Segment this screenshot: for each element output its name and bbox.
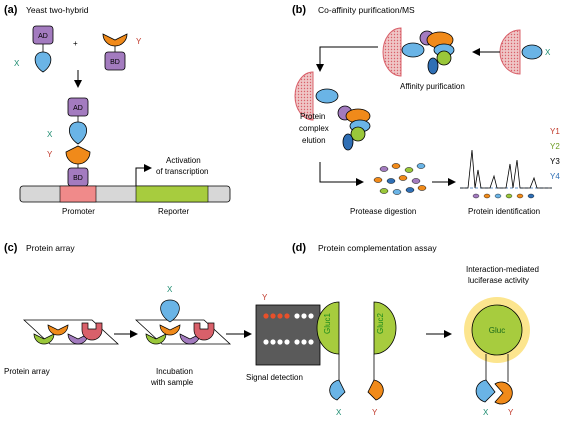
panel-b-title: Co-affinity purification/MS xyxy=(318,5,415,15)
panel-a-letter: (a) xyxy=(4,4,18,16)
protein-array-slide xyxy=(22,319,120,345)
identification-label: Protein identification xyxy=(468,207,540,216)
complex-line1: Protein xyxy=(300,112,325,121)
dna-strand xyxy=(19,185,231,203)
y-bd-fusion: BD Y xyxy=(102,33,142,71)
gluc1-label: Gluc1 xyxy=(323,313,332,334)
bd-label: BD xyxy=(110,59,120,66)
y2-label: Y2 xyxy=(550,142,560,151)
x-bait-eluted xyxy=(315,88,339,104)
y4-label: Y4 xyxy=(550,172,560,181)
panel-c-title: Protein array xyxy=(26,243,75,253)
gluc2-half xyxy=(373,301,397,355)
affinity-label: Affinity purification xyxy=(400,82,465,91)
assembled-complex: AD BD X Y xyxy=(47,97,91,187)
y3-label: Y3 xyxy=(550,157,560,166)
y-fusion xyxy=(367,379,384,401)
ad-label-bound: AD xyxy=(73,105,83,112)
plus-sign: + xyxy=(73,39,78,48)
interaction-line2: luciferase activity xyxy=(468,276,529,285)
signal-label: Signal detection xyxy=(246,373,303,382)
y1-label: Y1 xyxy=(550,127,560,136)
arrow-to-elution xyxy=(316,46,378,72)
incubation-line2: with sample xyxy=(150,378,194,387)
panel-c: (c) Protein array Protein array X Incuba… xyxy=(4,242,321,387)
complex-line3: elution xyxy=(302,136,326,145)
gluc-enzyme xyxy=(471,304,523,356)
panel-c-letter: (c) xyxy=(4,242,18,254)
y-label: Y xyxy=(136,37,142,46)
gluc1-half xyxy=(316,301,340,355)
x-protein xyxy=(34,51,52,73)
interaction-line1: Interaction-mediated xyxy=(466,265,539,274)
activation-line2: of transcription xyxy=(156,167,208,176)
reporter-region xyxy=(135,185,209,203)
x-label: X xyxy=(14,59,20,68)
panel-b-letter: (b) xyxy=(292,4,306,16)
y-protein-bound xyxy=(65,145,91,165)
signal-readout xyxy=(255,304,321,366)
x-label-bound: X xyxy=(47,130,53,139)
incubation-line1: Incubation xyxy=(156,367,193,376)
x-bait xyxy=(521,44,543,60)
gluc-label: Gluc xyxy=(489,326,505,335)
x-protein-bound xyxy=(68,121,88,145)
x-probe-label: X xyxy=(167,285,173,294)
captured-complex xyxy=(382,27,455,77)
eluted-complex xyxy=(337,105,371,151)
reporter-label: Reporter xyxy=(158,207,189,216)
gluc2-fusion: Gluc2 Y xyxy=(367,301,397,417)
transcription-arrow xyxy=(135,164,152,186)
ad-label: AD xyxy=(38,33,48,40)
arrow-to-digestion xyxy=(319,162,364,186)
gluc1-x-label: X xyxy=(336,408,342,417)
gluc1-fusion: Gluc1 X xyxy=(316,301,346,417)
complex-line2: complex xyxy=(299,124,329,133)
x-fusion xyxy=(329,379,346,401)
panel-d-title: Protein complementation assay xyxy=(318,243,437,253)
ad-x-fusion: AD X xyxy=(14,25,54,73)
mass-spectrum xyxy=(460,149,552,199)
bait-bead: X xyxy=(499,29,551,75)
eluted-bead xyxy=(294,71,339,121)
complex-x-label: X xyxy=(483,408,489,417)
y-spot-label: Y xyxy=(262,293,268,302)
digestion-label: Protease digestion xyxy=(350,207,416,216)
panel-a-title: Yeast two-hybrid xyxy=(26,5,89,15)
x-bound-on-array xyxy=(160,299,180,323)
bait-x-label: X xyxy=(545,48,551,57)
array-label: Protein array xyxy=(4,367,50,376)
activation-line1: Activation xyxy=(166,156,201,165)
bd-label-bound: BD xyxy=(73,175,83,182)
panel-d-letter: (d) xyxy=(292,242,306,254)
promoter-label: Promoter xyxy=(62,207,95,216)
panel-b: (b) Co-affinity purification/MS X Affini… xyxy=(292,4,560,216)
panel-d: (d) Protein complementation assay Gluc1 … xyxy=(292,242,539,417)
gluc2-y-label: Y xyxy=(372,408,378,417)
peptide-fragments xyxy=(373,163,427,195)
bd-domain xyxy=(104,51,126,71)
reconstituted-gluc: Gluc xyxy=(464,297,530,405)
y-label-bound: Y xyxy=(47,150,53,159)
y-protein xyxy=(102,33,128,47)
panel-a: (a) Yeast two-hybrid AD X + BD Y AD xyxy=(4,4,231,216)
gluc2-label: Gluc2 xyxy=(376,313,385,334)
promoter-region xyxy=(59,185,97,203)
incubated-array xyxy=(134,299,232,345)
complex-y-label: Y xyxy=(508,408,514,417)
